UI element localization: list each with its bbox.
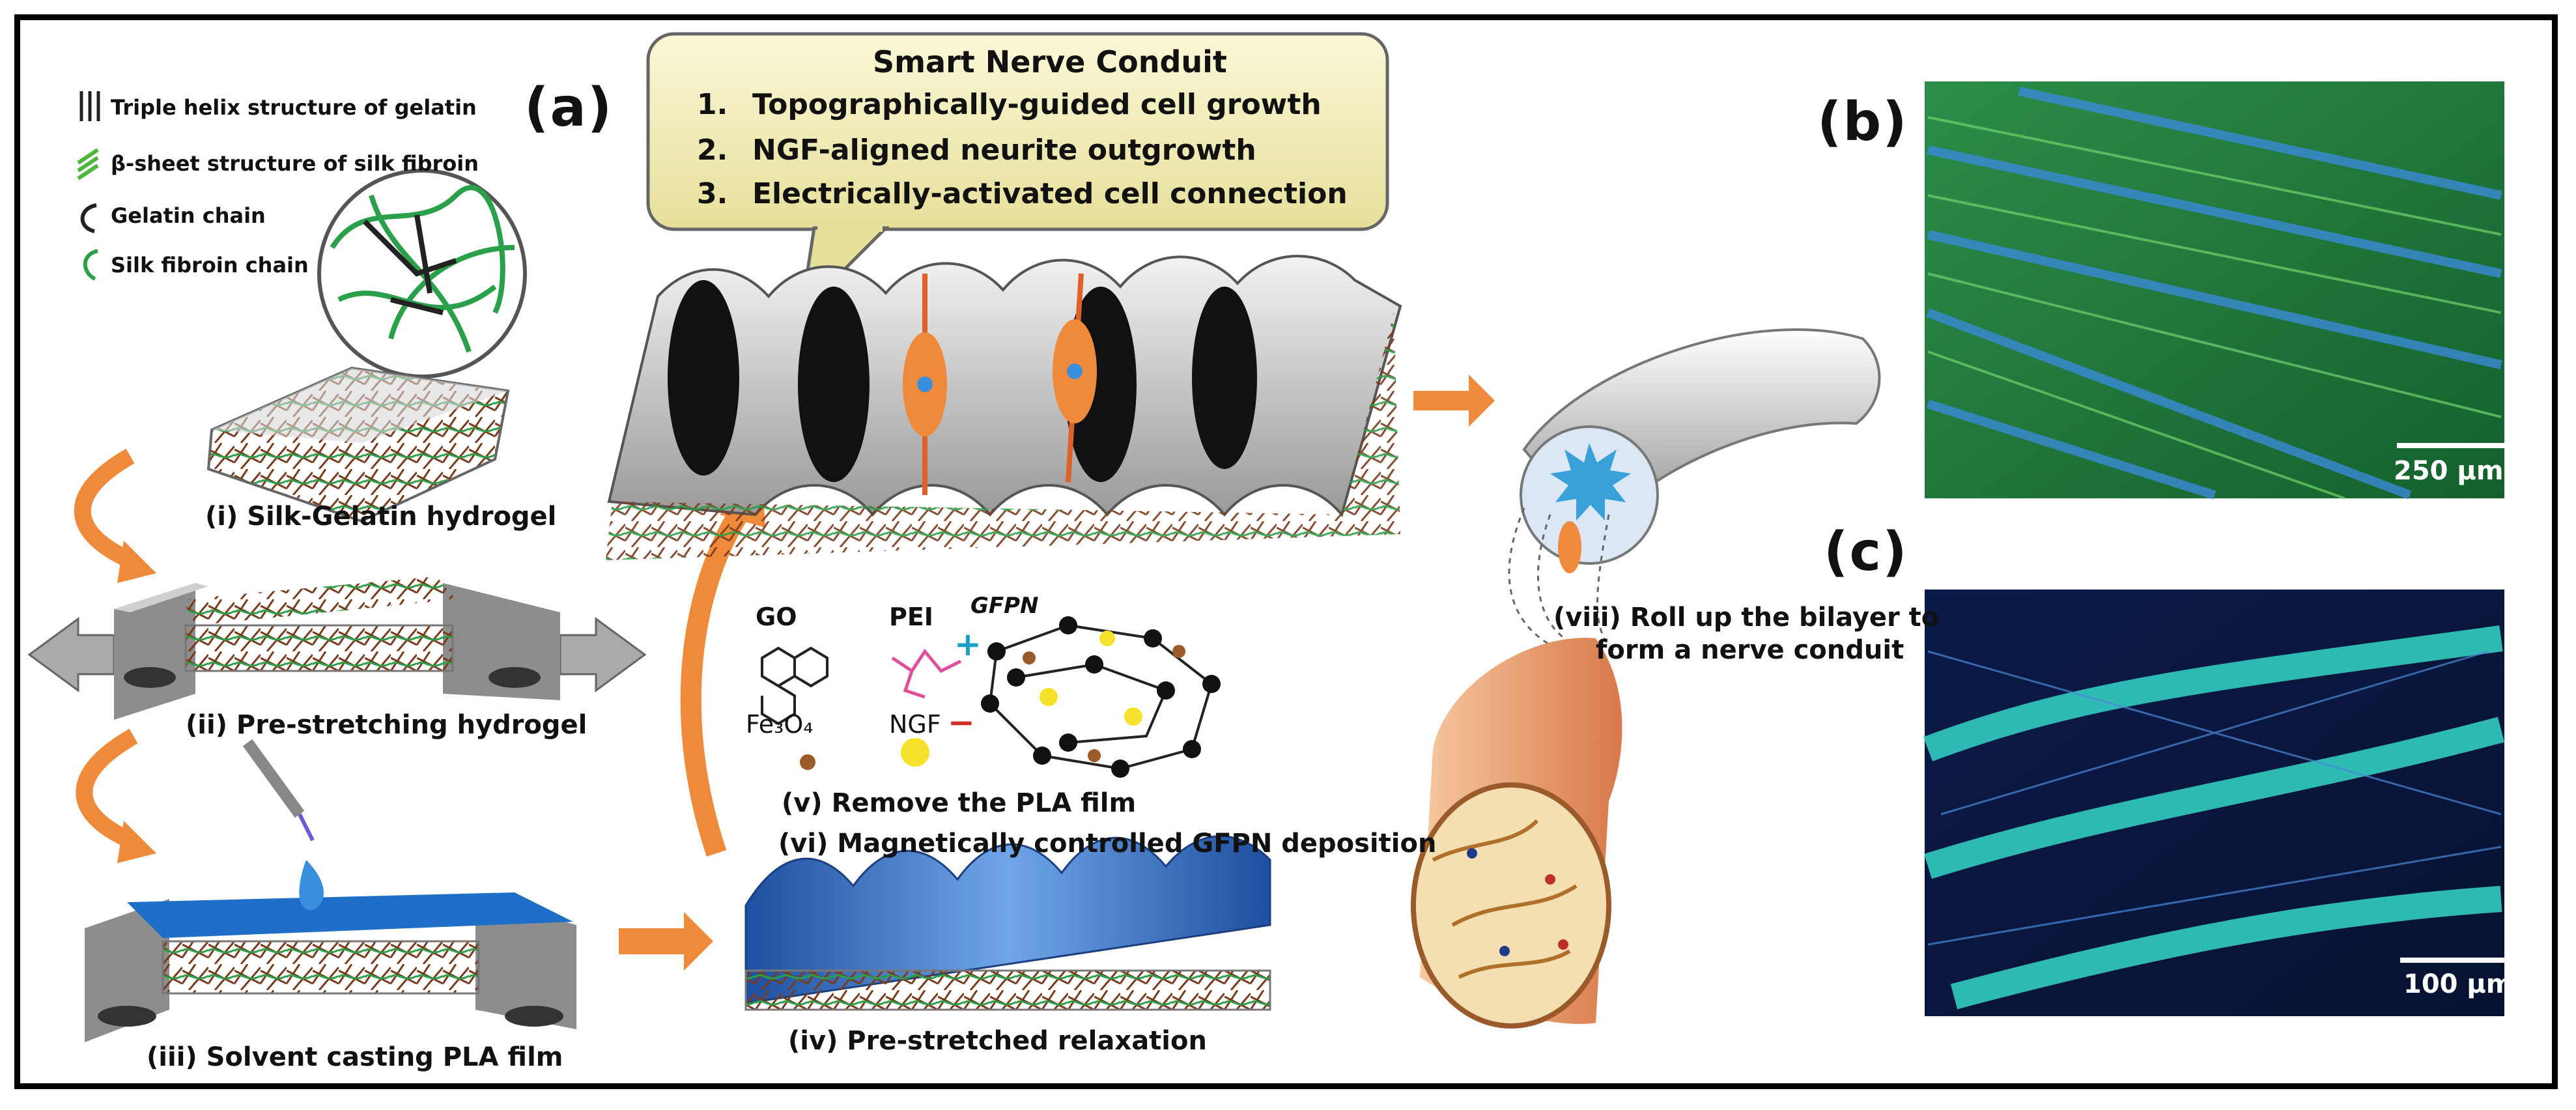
arrow-iii-to-iv [619,912,713,971]
step-ii-caption: (ii) Pre-stretching hydrogel [186,710,587,740]
legend-silk-chain: Silk fibroin chain [111,253,309,278]
callout-item-1-num: 1. [697,88,728,121]
legend-beta-sheet: β-sheet structure of silk fibroin [111,151,479,176]
micrograph-b [1925,81,2511,500]
step-viii-caption-line1: (viii) Roll up the bilayer to [1553,603,1940,633]
scale-bar-c [2400,958,2508,963]
callout-item-1: Topographically-guided cell growth [752,88,1322,121]
scale-label-c: 100 μm [2403,969,2513,999]
minus-sign: − [948,704,975,741]
panel-label-b: (b) [1817,91,1908,153]
callout-item-3: Electrically-activated cell connection [752,177,1348,210]
stretching-device [27,576,647,720]
arrow-ii-to-iii [76,728,138,848]
figure-frame [14,14,2558,1089]
legend-triple-helix: Triple helix structure of gelatin [111,95,477,120]
hydrogel-block [206,366,510,523]
panel-label-c: (c) [1824,521,1908,583]
pei-structure [891,648,962,699]
arrow-to-conduit [1413,375,1495,427]
go-label: GO [756,603,797,631]
plus-sign: + [954,625,982,663]
fe3o4-label: Fe₃O₄ [746,710,814,739]
nerve-cell [903,273,1097,495]
casting-device [85,739,576,1042]
gelatin-chain-icon [80,203,97,233]
go-structure [761,646,828,726]
callout-item-2: NGF-aligned neurite outgrowth [752,134,1256,167]
network-magnified-circle [317,169,527,378]
beta-sheet-icon [77,148,99,180]
gfpn-network [981,616,1221,778]
step-vi-caption: (vi) Magnetically controlled GFPN deposi… [778,829,1437,859]
gfpn-label: GFPN [970,593,1039,619]
step-iv-caption: (iv) Pre-stretched relaxation [788,1026,1207,1056]
step-viii-caption-line2: form a nerve conduit [1596,635,1904,665]
step-iii-caption: (iii) Solvent casting PLA film [147,1042,563,1072]
callout-item-3-num: 3. [697,177,728,210]
panel-label-a: (a) [524,77,614,139]
ngf-label: NGF [889,710,941,739]
nerve-conduit [1411,328,1881,1029]
ngf-particle [901,738,929,767]
triple-helix-icon [79,91,100,121]
callout-bubble [646,32,1389,318]
callout-item-2-num: 2. [697,134,728,167]
step-v-caption: (v) Remove the PLA film [782,788,1137,818]
fe3o4-particle [800,754,815,770]
patterned-film [606,255,1402,560]
legend-gelatin-chain: Gelatin chain [111,203,266,228]
callout-title: Smart Nerve Conduit [873,44,1227,79]
scale-bar-b [2397,443,2511,448]
silk-chain-icon [83,249,98,281]
relaxed-film [744,835,1271,1011]
arrow-i-to-ii [74,448,135,568]
scale-label-b: 250 μm [2394,456,2504,486]
micrograph-c [1923,590,2508,1016]
step-i-caption: (i) Silk-Gelatin hydrogel [205,502,557,532]
pei-label: PEI [889,603,933,631]
